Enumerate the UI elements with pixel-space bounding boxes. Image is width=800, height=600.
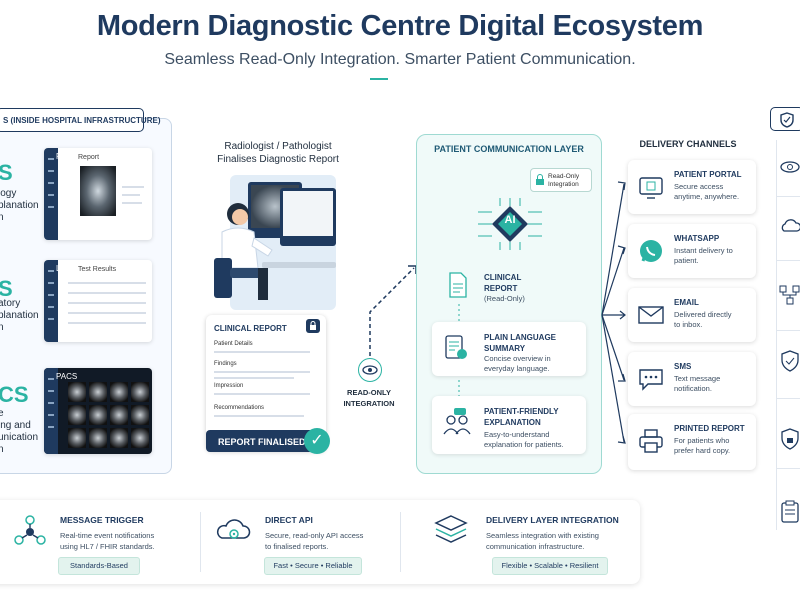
subtitle-underline — [370, 78, 388, 80]
report-field-findings: Findings — [214, 361, 237, 367]
delivery-channels-title: DELIVERY CHANNELS — [639, 139, 737, 149]
ris-card-sub: Report — [78, 154, 100, 161]
lis-label: S — [0, 276, 13, 301]
report-field-impression: Impression — [214, 383, 244, 389]
network-icon — [14, 515, 46, 545]
clipboard-icon — [781, 500, 799, 523]
whatsapp-icon — [640, 240, 662, 262]
cloud-icon — [781, 219, 800, 232]
pcl-flow-dots — [458, 304, 460, 396]
ris-label: S — [0, 160, 13, 185]
delivery-layer-tag: Flexible • Scalable • Resilient — [492, 557, 608, 575]
eye-icon-right — [780, 161, 800, 173]
pcl-title: PATIENT COMMUNICATION LAYER — [434, 144, 584, 154]
page-title: Modern Diagnostic Centre Digital Ecosyst… — [96, 10, 704, 42]
summary-document-icon — [445, 335, 467, 359]
checkmark-icon: ✓ — [304, 428, 330, 454]
radiologist-title: Radiologist / Pathologist Finalises Diag… — [217, 141, 339, 165]
lock-icon — [306, 319, 320, 333]
lis-card-sub: Test Results — [78, 266, 117, 273]
pacs-label: CS — [0, 382, 29, 407]
right-panel-header — [770, 107, 800, 131]
printer-icon — [639, 429, 663, 453]
layers-icon — [434, 515, 468, 543]
eye-icon — [358, 358, 382, 382]
delivery-layer-title: DELIVERY LAYER INTEGRATION — [486, 515, 619, 525]
ai-chip-label: AI — [504, 214, 516, 226]
direct-api-tag: Fast • Secure • Reliable — [264, 557, 362, 575]
portal-icon — [639, 177, 663, 199]
sms-icon — [639, 369, 663, 391]
chest-xray-image — [80, 166, 116, 216]
direct-api-title: DIRECT API — [265, 515, 313, 525]
email-icon — [638, 306, 664, 324]
clinical-report-card: CLINICAL REPORT Patient Details Findings… — [206, 315, 326, 451]
shield-icon — [780, 112, 794, 128]
hospital-systems-header: S (INSIDE HOSPITAL INFRASTRUCTURE) — [0, 108, 160, 132]
right-feature-strip — [776, 140, 800, 530]
ris-screen-card: RIS Report — [44, 148, 152, 240]
ai-chip-icon — [478, 198, 542, 250]
desk — [262, 262, 336, 268]
ris-card-label: RIS — [56, 152, 70, 161]
report-finalised-banner: REPORT FINALISED — [206, 430, 324, 452]
message-trigger-tag: Standards-Based — [58, 557, 140, 575]
message-trigger-title: MESSAGE TRIGGER — [60, 515, 144, 525]
pacs-card-label: PACS — [56, 372, 78, 381]
ris-description: logyplanationn — [0, 188, 39, 223]
lis-card-label: LIS — [56, 264, 69, 273]
shield-check-icon — [781, 350, 799, 372]
patient-doctor-icon — [443, 408, 471, 435]
clinical-report-readonly: (Read-Only) — [484, 294, 525, 303]
pacs-screen-card: PACS — [44, 368, 152, 454]
pacs-scan-grid — [68, 382, 149, 448]
badge-lock-icon — [536, 174, 544, 185]
workflow-icon — [779, 285, 800, 305]
page-subtitle: Seamless Read-Only Integration. Smarter … — [164, 51, 636, 68]
report-field-patient: Patient Details — [214, 341, 253, 347]
radiologist-figure-icon — [214, 203, 273, 300]
cloud-gear-icon — [216, 519, 251, 539]
delivery-arrows — [601, 181, 626, 444]
monitor-right — [280, 188, 336, 246]
lis-screen-card: LIS Test Results — [44, 260, 152, 342]
document-icon — [449, 272, 467, 298]
shield-lock-icon — [781, 428, 799, 450]
report-field-recommendations: Recommendations — [214, 405, 265, 411]
clinical-report-heading: CLINICAL REPORT — [214, 324, 287, 333]
integration-connector — [369, 265, 417, 356]
